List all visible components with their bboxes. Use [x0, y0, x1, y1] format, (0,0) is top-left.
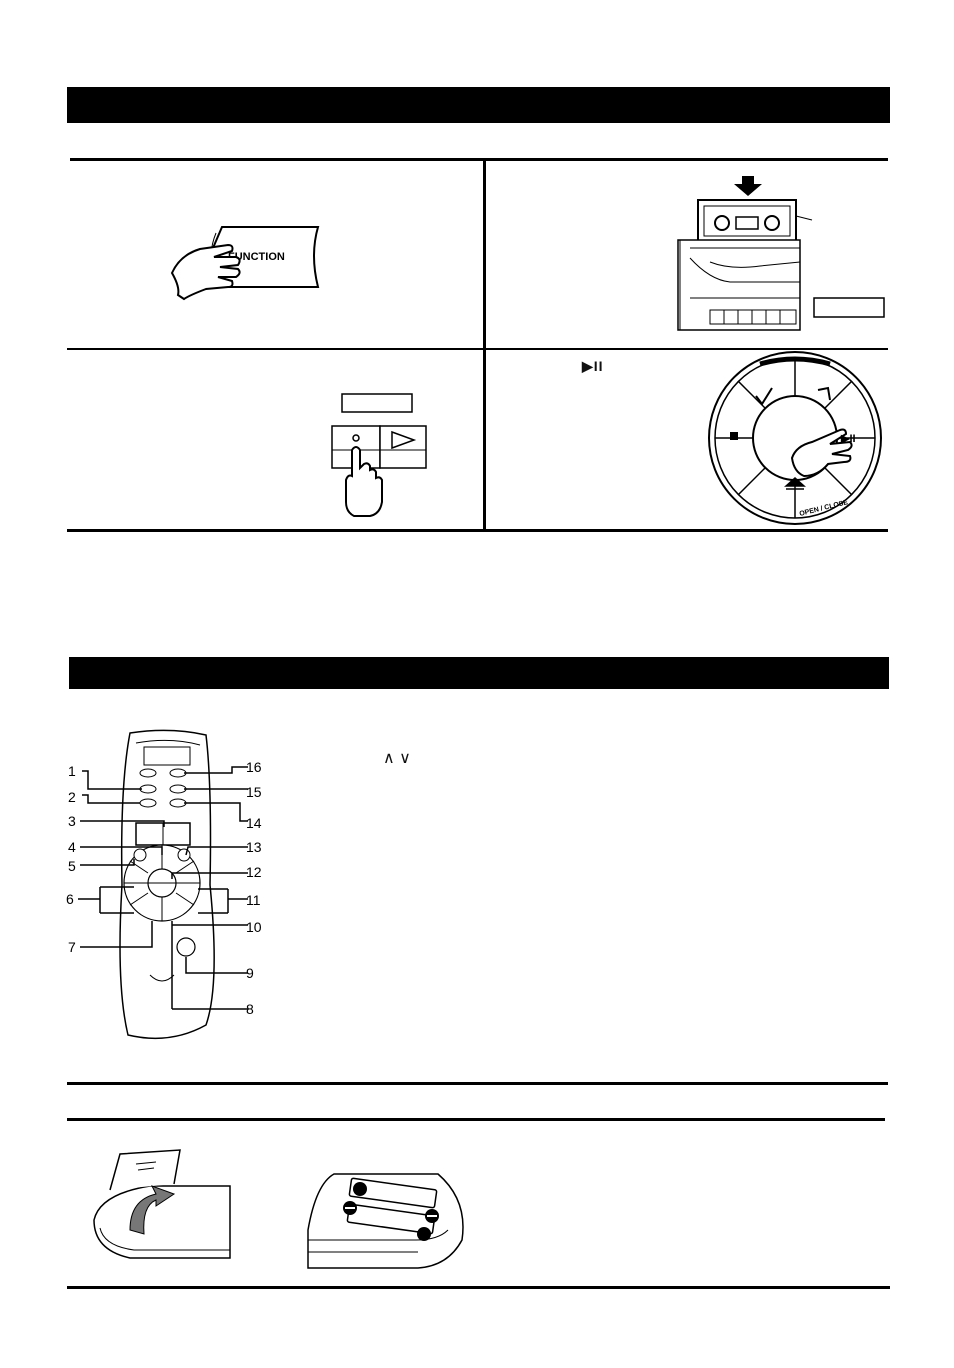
- function-label: FUNCTION: [228, 251, 285, 263]
- callout-12: 12: [246, 864, 262, 880]
- grid-rule-top: [70, 158, 888, 161]
- remote-button-14: [169, 798, 187, 808]
- remote-button-2: [139, 784, 157, 794]
- control-dial-illustration: ▶II OPEN / CLOSE: [708, 351, 882, 525]
- deck-label-box: [813, 297, 885, 318]
- callout-5: 5: [68, 858, 76, 874]
- callout-10: 10: [246, 919, 262, 935]
- cassette-icon: [697, 199, 797, 246]
- remote-control-diagram: 1 2 3 4 5 6 7 8 9 10 11 12 13 14 15 16: [60, 725, 280, 1055]
- curved-arrow-icon: [129, 1185, 176, 1235]
- callout-16: 16: [246, 759, 262, 775]
- eject-icon: [784, 476, 806, 490]
- callout-13: 13: [246, 839, 262, 855]
- play-button: [379, 425, 427, 469]
- battery-1-icon: [348, 1177, 438, 1209]
- play-pause-glyph: ▶II: [582, 358, 604, 374]
- record-dot-icon: [352, 434, 360, 442]
- stop-icon: [730, 432, 738, 440]
- callout-4: 4: [68, 839, 76, 855]
- remote-button-9: [176, 937, 196, 957]
- callout-7: 7: [68, 939, 76, 955]
- battery-rule-top: [67, 1082, 888, 1085]
- down-arrow-icon: [734, 176, 762, 196]
- hand-icon: [170, 243, 241, 301]
- deck-transport-buttons: [709, 309, 797, 325]
- grid-rule-bottom: [67, 529, 888, 532]
- callout-9: 9: [246, 965, 254, 981]
- remote-button-1: [139, 768, 157, 778]
- battery-lid: [109, 1149, 181, 1191]
- hand-pointing-up-icon: [345, 446, 383, 517]
- record-label-box: [341, 393, 413, 413]
- callout-2: 2: [68, 789, 76, 805]
- grid-rule-vertical: [483, 158, 486, 532]
- callout-11: 11: [246, 892, 261, 908]
- panel-cassette-step: [670, 170, 890, 335]
- callout-3: 3: [68, 813, 76, 829]
- battery-plus-terminal-2: [417, 1227, 431, 1241]
- callout-14: 14: [246, 815, 262, 831]
- dial-play-pause-label: ▶II: [840, 433, 856, 445]
- remote-button-15: [169, 784, 187, 794]
- battery-plus-terminal: [353, 1182, 367, 1196]
- deck-body: [677, 239, 801, 331]
- grid-rule-middle: [67, 348, 888, 350]
- function-button-illustration: FUNCTION: [170, 226, 320, 301]
- skip-icon: [817, 386, 831, 401]
- callout-15: 15: [246, 784, 262, 800]
- callout-1: 1: [68, 763, 76, 779]
- section-header-bar-remote: [69, 657, 889, 689]
- remote-button-3: [139, 798, 157, 808]
- panel-function-step: FUNCTION: [150, 215, 330, 310]
- play-triangle-icon: [391, 430, 417, 450]
- remote-button-16: [169, 768, 187, 778]
- up-down-glyph: ∧ ∨: [383, 750, 411, 767]
- battery-insertion-illustration: [307, 1170, 468, 1270]
- panel-control-dial-step: ▶II OPEN / CLOSE: [700, 351, 890, 528]
- battery-rule-upper: [67, 1118, 885, 1121]
- check-icon: [755, 387, 773, 406]
- panel-record-step: [330, 390, 440, 520]
- record-button-illustration: [331, 393, 427, 517]
- battery-rule-bottom: [67, 1286, 890, 1289]
- hand-icon: [790, 428, 853, 478]
- cassette-deck-illustration: [677, 176, 885, 331]
- section-header-bar-recording: [67, 87, 890, 123]
- battery-cover-illustration: [90, 1149, 235, 1260]
- callout-6: 6: [66, 891, 74, 907]
- callout-8: 8: [246, 1001, 254, 1017]
